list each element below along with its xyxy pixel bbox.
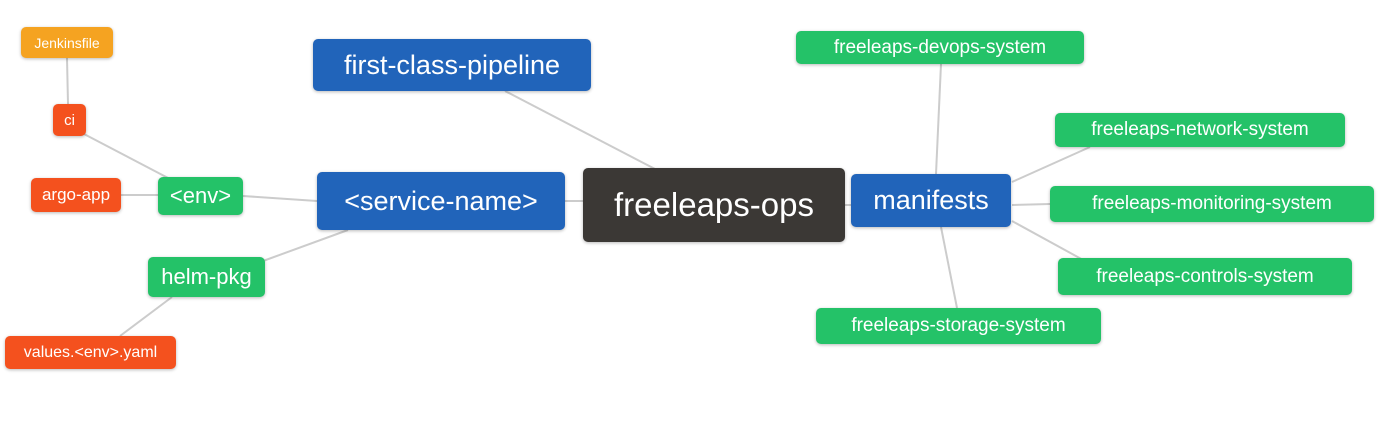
node-service-name[interactable]: <service-name> xyxy=(317,172,565,230)
node-ci-label: ci xyxy=(64,111,75,129)
node-values-env-yaml[interactable]: values.<env>.yaml xyxy=(5,336,176,369)
node-argo-app[interactable]: argo-app xyxy=(31,178,121,212)
node-service-name-label: <service-name> xyxy=(344,185,538,216)
node-jenkinsfile-label: Jenkinsfile xyxy=(34,34,100,51)
node-freeleaps-ops[interactable]: freeleaps-ops xyxy=(583,168,845,242)
node-first-class-pipeline-label: first-class-pipeline xyxy=(343,49,561,80)
node-values-env-yaml-label: values.<env>.yaml xyxy=(23,343,158,361)
node-helm-pkg[interactable]: helm-pkg xyxy=(148,257,265,297)
node-jenkinsfile[interactable]: Jenkinsfile xyxy=(21,27,113,58)
node-freeleaps-monitoring-system-label: freeleaps-monitoring-system xyxy=(1092,193,1332,214)
node-helm-pkg-label: helm-pkg xyxy=(161,264,252,289)
node-freeleaps-controls-system-label: freeleaps-controls-system xyxy=(1096,265,1314,287)
node-freeleaps-monitoring-system[interactable]: freeleaps-monitoring-system xyxy=(1050,186,1374,222)
node-manifests[interactable]: manifests xyxy=(851,174,1011,227)
node-freeleaps-controls-system[interactable]: freeleaps-controls-system xyxy=(1058,258,1352,295)
edge-manifests-devops-system xyxy=(935,63,942,175)
node-ci[interactable]: ci xyxy=(53,104,86,136)
node-freeleaps-storage-system-label: freeleaps-storage-system xyxy=(851,315,1066,336)
edge-helm-pkg-values-yaml xyxy=(119,296,173,337)
node-env-label: <env> xyxy=(169,183,232,208)
node-env[interactable]: <env> xyxy=(158,177,243,215)
edge-manifests-monitoring-system xyxy=(1011,203,1051,206)
node-freeleaps-network-system[interactable]: freeleaps-network-system xyxy=(1055,113,1345,147)
node-first-class-pipeline[interactable]: first-class-pipeline xyxy=(313,39,591,91)
edge-service-name-helm-pkg xyxy=(262,229,349,262)
node-manifests-label: manifests xyxy=(873,185,989,215)
node-freeleaps-devops-system-label: freeleaps-devops-system xyxy=(833,36,1047,58)
node-argo-app-label: argo-app xyxy=(41,185,111,204)
node-freeleaps-ops-label: freeleaps-ops xyxy=(614,186,814,223)
edge-ci-env xyxy=(83,133,171,180)
edge-env-service-name xyxy=(242,195,318,202)
node-freeleaps-network-system-label: freeleaps-network-system xyxy=(1091,119,1309,140)
edge-manifests-storage-system xyxy=(940,226,958,309)
node-freeleaps-devops-system[interactable]: freeleaps-devops-system xyxy=(796,31,1084,64)
edge-pipeline-freeleaps-ops xyxy=(504,90,658,171)
edge-manifests-network-system xyxy=(1011,146,1091,183)
node-freeleaps-storage-system[interactable]: freeleaps-storage-system xyxy=(816,308,1101,344)
edge-manifests-controls-system xyxy=(1011,220,1086,262)
edge-jenkinsfile-ci xyxy=(66,57,69,105)
